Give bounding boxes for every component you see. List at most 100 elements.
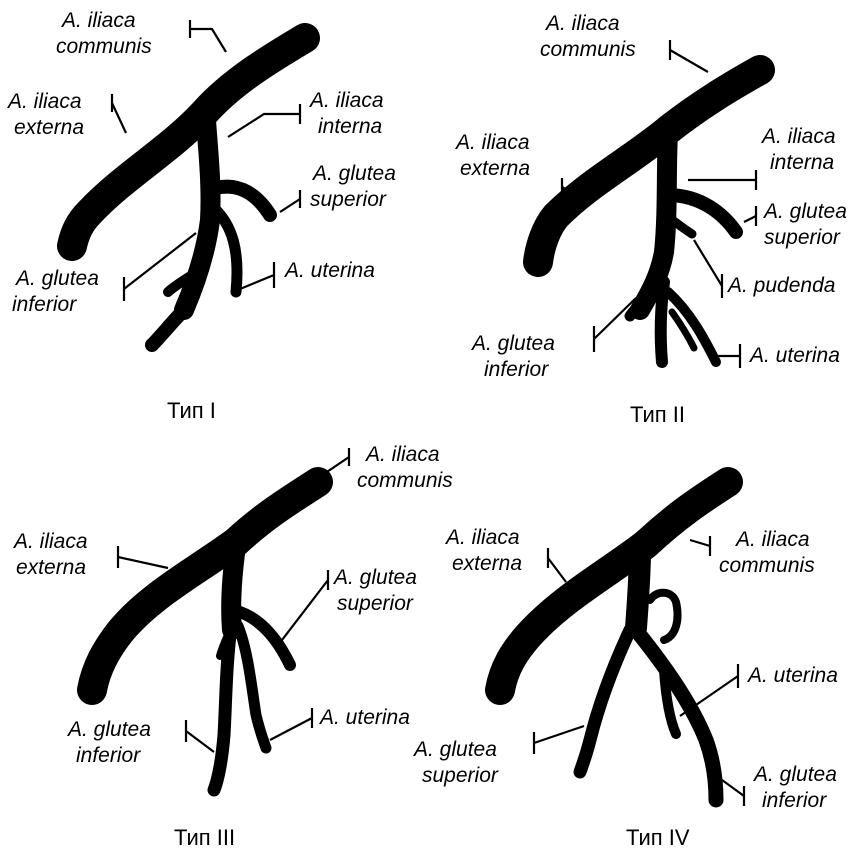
label-uterina: A. uterina: [270, 706, 410, 740]
panel-caption: Тип II: [630, 402, 685, 427]
vessel-common-external-iliac: [538, 70, 760, 262]
label-interna-line2: interna: [770, 151, 834, 174]
label-communis-line2: communis: [719, 554, 815, 577]
label-externa: A. iliaca externa: [444, 526, 566, 582]
label-communis-line1: A. iliaca: [544, 12, 620, 35]
label-glutea-inferior: A. glutea inferior: [722, 763, 837, 812]
label-communis-line2: communis: [357, 469, 453, 492]
leader-pudenda: [694, 240, 722, 298]
label-communis: A. iliaca communis: [56, 9, 226, 58]
label-uterina-line1: A. uterina: [748, 344, 840, 367]
label-communis-line2: communis: [56, 35, 152, 58]
label-externa-line2: externa: [14, 116, 84, 139]
leader-communis: [670, 40, 708, 72]
leader-interna: [688, 170, 756, 190]
leader-glutea-superior: [280, 190, 300, 212]
label-glutea-inferior: A. glutea inferior: [12, 233, 196, 316]
label-uterina-line1: A. uterina: [283, 259, 375, 282]
label-glutea-superior-line1: A. glutea: [311, 162, 396, 185]
panel-caption: Тип IV: [626, 825, 690, 850]
label-uterina-line1: A. uterina: [746, 664, 838, 687]
label-interna-line1: A. iliaca: [760, 125, 836, 148]
panel-type-3: A. iliaca communis A. iliaca externa A. …: [12, 443, 453, 850]
label-glutea-inferior-line2: inferior: [762, 789, 827, 812]
label-glutea-superior-line1: A. glutea: [332, 566, 417, 589]
vessel-uterina: [668, 292, 716, 362]
label-glutea-superior: A. glutea superior: [412, 726, 584, 787]
label-glutea-inferior-line1: A. glutea: [66, 718, 151, 741]
label-interna-line2: interna: [318, 115, 382, 138]
panel-type-2: A. iliaca communis A. iliaca externa A. …: [454, 12, 847, 427]
vessel-glutea-superior: [580, 630, 630, 772]
label-communis-line1: A. iliaca: [364, 443, 440, 466]
label-externa-line2: externa: [460, 157, 530, 180]
vessel-glutea-superior: [216, 187, 270, 215]
panel-caption: Тип I: [167, 398, 216, 423]
label-glutea-superior-line2: superior: [764, 226, 841, 249]
label-glutea-inferior-line2: inferior: [12, 293, 77, 316]
label-glutea-superior-line1: A. glutea: [762, 200, 847, 223]
label-externa-line1: A. iliaca: [6, 90, 82, 113]
label-uterina: A. uterina: [712, 344, 840, 368]
leader-communis: [190, 20, 226, 52]
leader-glutea-inferior: [722, 780, 744, 806]
label-glutea-inferior-line2: inferior: [484, 358, 549, 381]
label-glutea-inferior: A. glutea inferior: [470, 298, 636, 381]
vessel-loop: [650, 593, 678, 640]
leader-glutea-superior: [282, 570, 328, 640]
vessel-glutea-inferior: [636, 630, 716, 800]
label-externa-line1: A. iliaca: [12, 530, 88, 553]
label-externa: A. iliaca externa: [12, 530, 168, 579]
leader-externa: [118, 546, 168, 568]
label-glutea-inferior-line2: inferior: [76, 744, 141, 767]
label-glutea-superior: A. glutea superior: [282, 566, 417, 640]
label-glutea-superior-line2: superior: [422, 764, 499, 787]
vessel-uterina: [238, 626, 266, 748]
label-communis-line2: communis: [540, 38, 636, 61]
label-externa: A. iliaca externa: [6, 90, 126, 139]
label-glutea-inferior-line1: A. glutea: [752, 763, 837, 786]
leader-glutea-inferior: [594, 298, 636, 352]
leader-communis: [690, 536, 710, 556]
label-glutea-superior-line2: superior: [310, 188, 387, 211]
vessel-tree: [72, 38, 305, 345]
leader-uterina: [270, 708, 312, 740]
label-glutea-superior-line2: superior: [337, 592, 414, 615]
vessel-internal-iliac-trunk: [636, 550, 640, 628]
label-interna: A. iliaca interna: [228, 89, 384, 138]
leader-externa: [112, 94, 126, 133]
label-externa-line2: externa: [452, 552, 522, 575]
vessel-tree: [538, 70, 760, 362]
panel-type-1: A. iliaca communis A. iliaca externa A. …: [6, 9, 396, 423]
label-glutea-inferior-line1: A. glutea: [14, 267, 99, 290]
label-interna-line1: A. iliaca: [308, 89, 384, 112]
label-glutea-superior: A. glutea superior: [280, 162, 396, 212]
leader-glutea-superior: [534, 726, 584, 754]
leader-glutea-inferior: [186, 720, 214, 752]
panel-caption: Тип III: [174, 825, 235, 850]
label-glutea-inferior: A. glutea inferior: [66, 718, 214, 767]
label-pudenda-line1: A. pudenda: [726, 274, 835, 297]
label-uterina-line1: A. uterina: [318, 706, 410, 729]
label-uterina: A. uterina: [240, 259, 375, 289]
label-communis: A. iliaca communis: [690, 528, 815, 577]
label-communis: A. iliaca communis: [540, 12, 708, 72]
label-communis: A. iliaca communis: [318, 443, 453, 492]
leader-externa: [548, 548, 566, 582]
label-glutea-superior: A. glutea superior: [744, 200, 847, 249]
leader-glutea-superior: [744, 206, 756, 226]
label-uterina: A. uterina: [680, 664, 838, 716]
leader-uterina: [240, 262, 274, 289]
vessel-inferior-trunk: [152, 310, 184, 345]
label-communis-line1: A. iliaca: [60, 9, 136, 32]
label-communis-line1: A. iliaca: [734, 528, 810, 551]
label-glutea-superior-line1: A. glutea: [412, 738, 497, 761]
label-externa-line1: A. iliaca: [444, 526, 520, 549]
label-externa-line1: A. iliaca: [454, 131, 530, 154]
panel-type-4: A. iliaca externa A. iliaca communis A. …: [412, 482, 838, 850]
label-interna: A. iliaca interna: [688, 125, 836, 190]
leader-interna: [228, 104, 300, 137]
label-externa: A. iliaca externa: [454, 131, 584, 200]
label-externa-line2: externa: [16, 556, 86, 579]
